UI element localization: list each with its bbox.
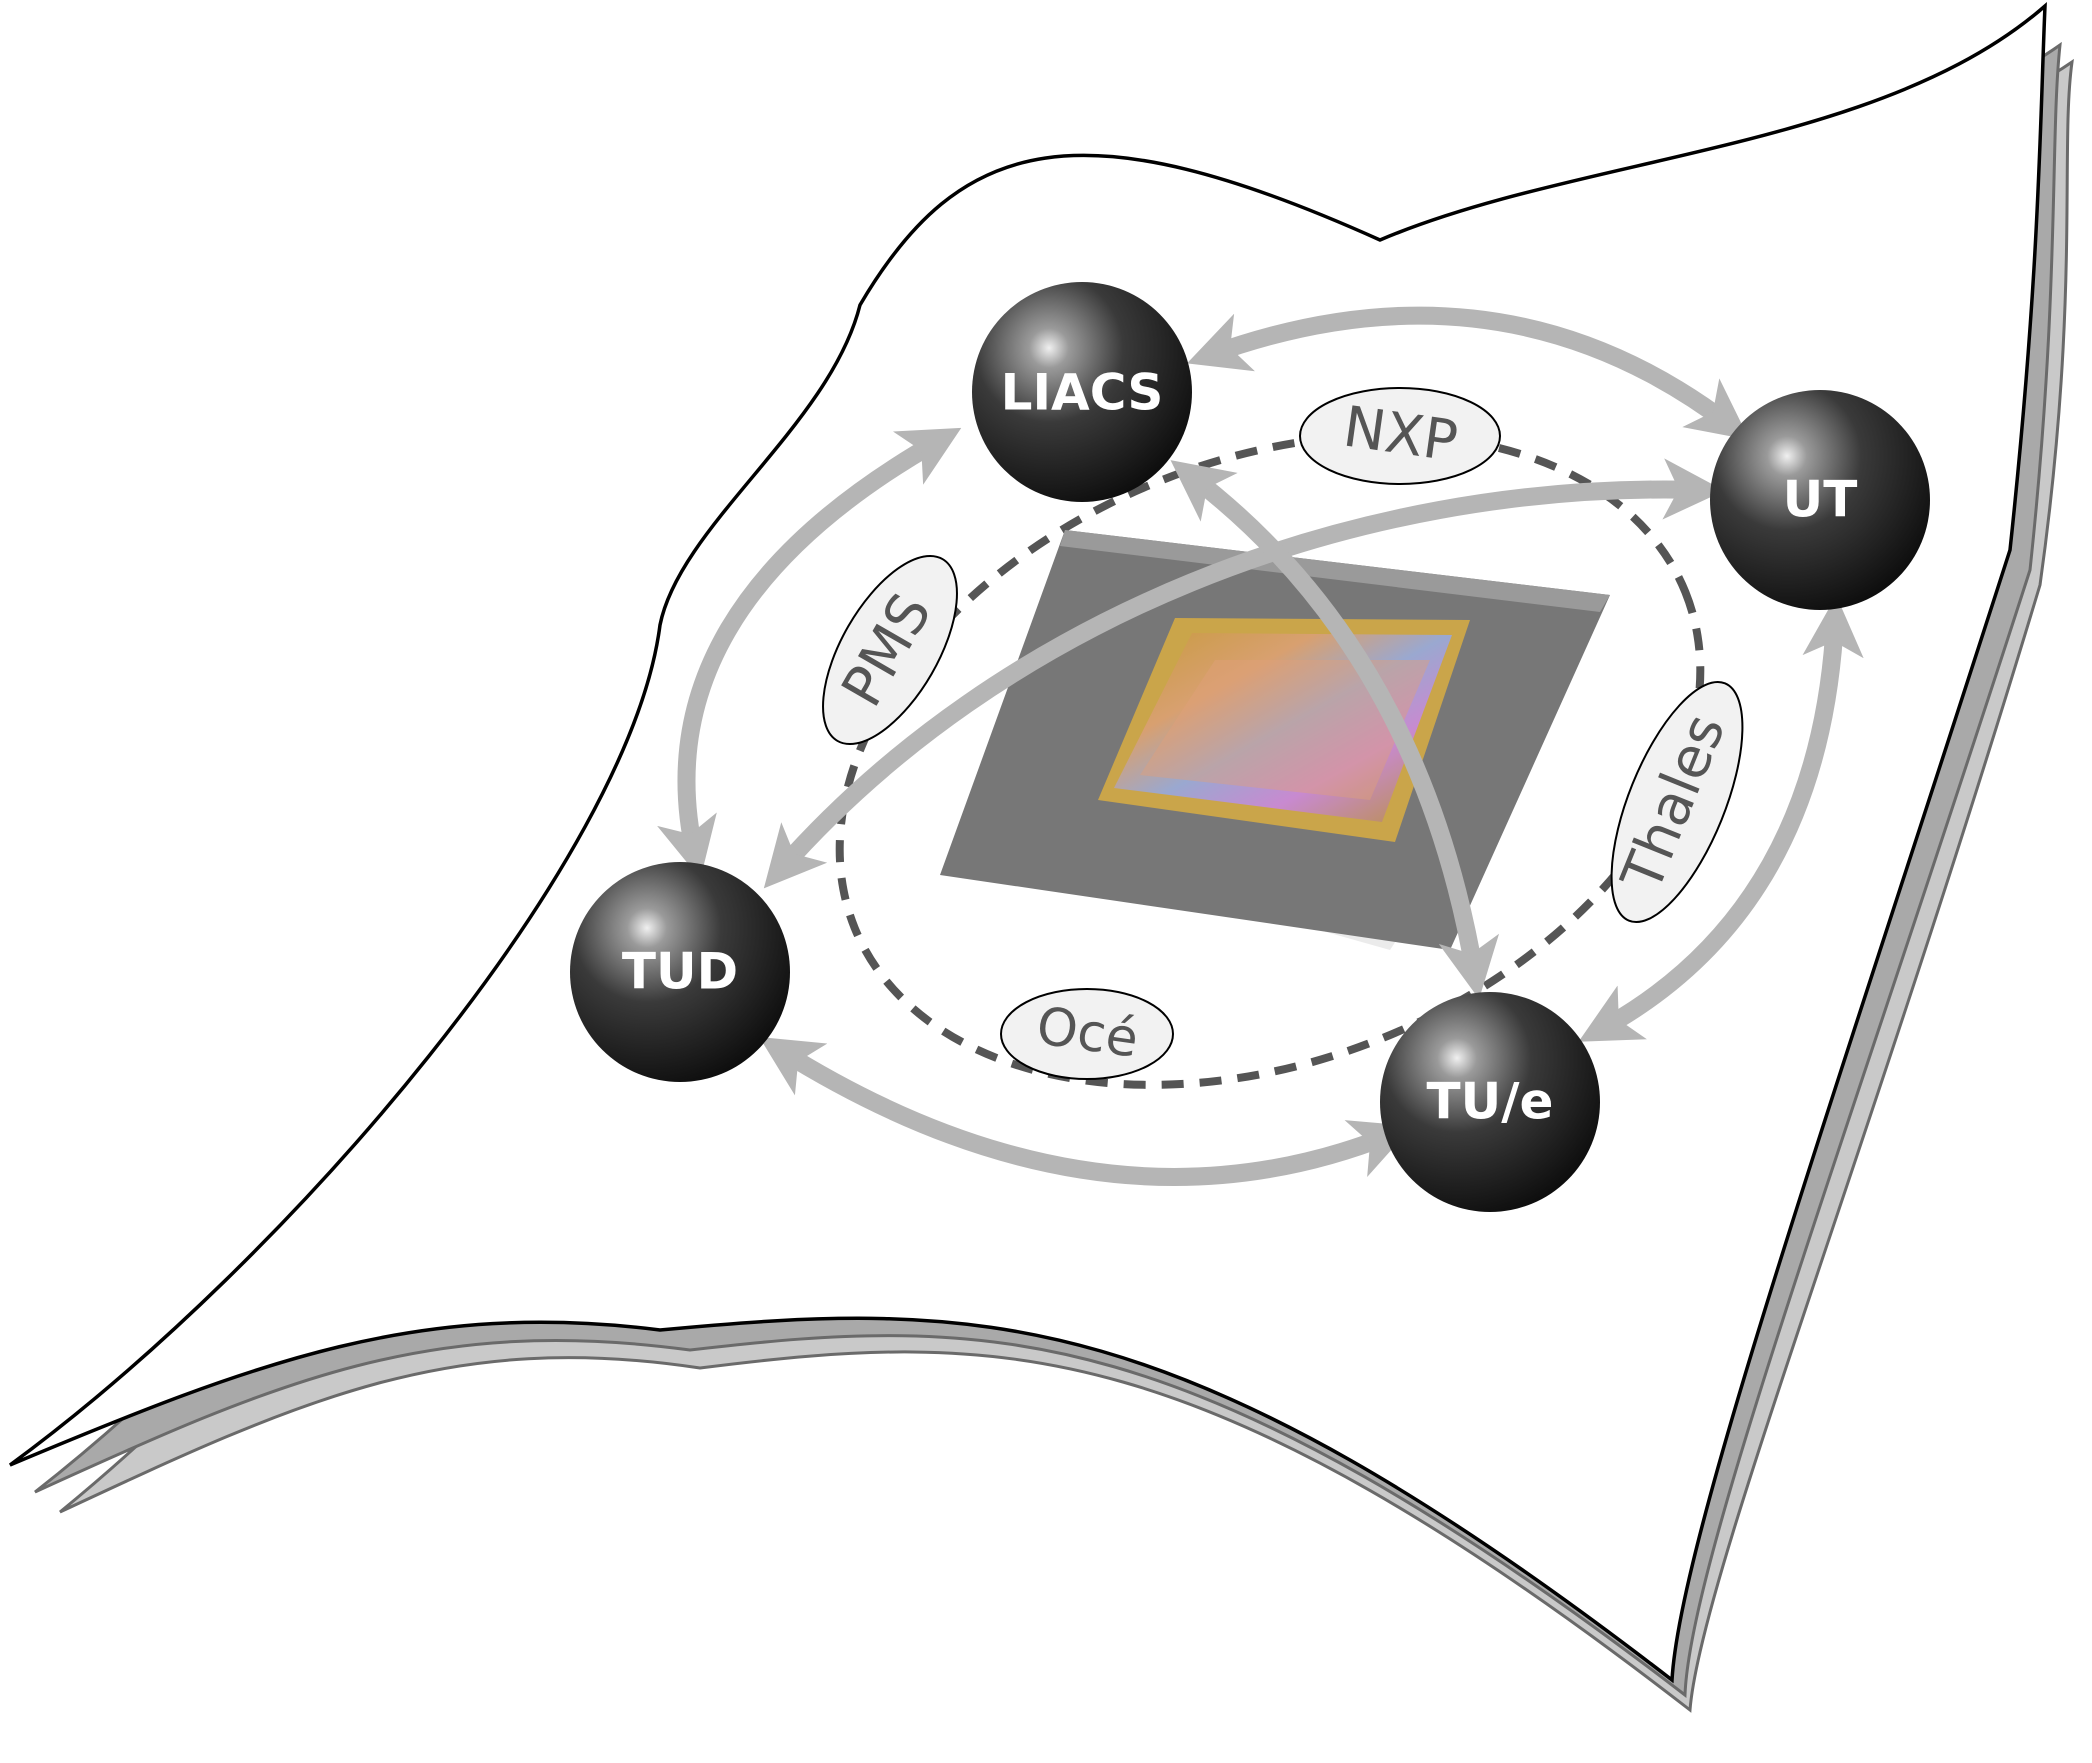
partner-label: Océ: [1033, 996, 1142, 1070]
connection-arrows: [657, 306, 1864, 1186]
node-tud: TUD: [570, 862, 790, 1082]
partner-label: NXP: [1339, 395, 1461, 475]
arrow-tud-tue: [759, 1037, 1413, 1186]
arrow-liacs-tue: [1170, 460, 1500, 1000]
node-label: LIACS: [1001, 364, 1164, 422]
arrow-ut-tue: [1578, 595, 1864, 1042]
node-ut: UT: [1710, 390, 1930, 610]
partner-pms: PMS: [822, 554, 958, 746]
sphere-icon: [1710, 390, 1930, 610]
sphere-icon: [1380, 992, 1600, 1212]
partner-nxp: NXP: [1299, 387, 1501, 485]
arrow-liacs-ut: [1186, 306, 1750, 440]
partner-oce: Océ: [1000, 988, 1174, 1080]
node-tue: TU/e: [1380, 992, 1600, 1212]
sphere-icon: [972, 282, 1192, 502]
node-label: UT: [1783, 471, 1858, 529]
node-label: TU/e: [1427, 1073, 1554, 1131]
sphere-icon: [570, 862, 790, 1082]
node-label: TUD: [622, 943, 738, 1001]
node-liacs: LIACS: [972, 282, 1192, 502]
